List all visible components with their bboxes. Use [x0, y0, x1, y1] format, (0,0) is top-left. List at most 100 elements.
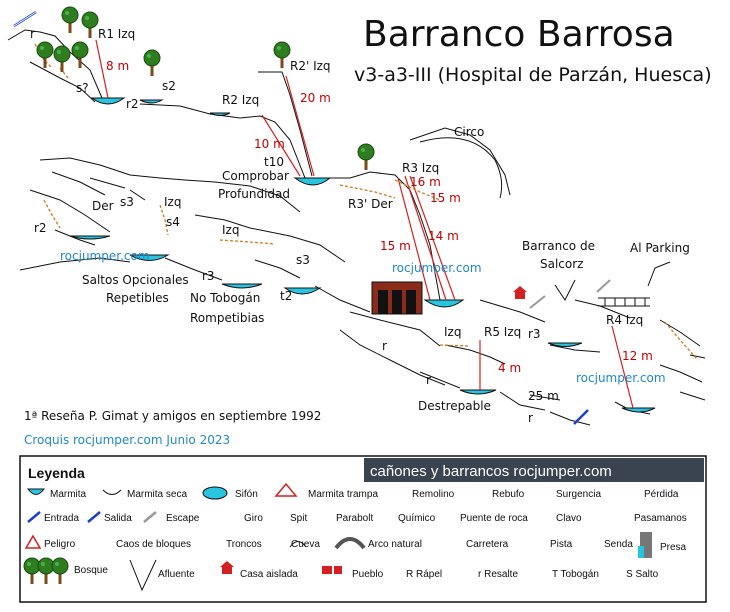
label-salcorz: Salcorz: [540, 257, 583, 271]
watermark-1: rocjumper.com: [60, 249, 150, 263]
legend-item: Marmita seca: [127, 489, 187, 500]
label-izq-b: Izq: [222, 223, 239, 237]
label-r-bot: r: [528, 411, 533, 425]
terrain-lines: [7, 29, 706, 426]
watermark-2: rocjumper.com: [392, 261, 482, 275]
legend-banner-bg: [364, 458, 704, 482]
legend-banner: cañones y barrancos rocjumper.com: [370, 463, 612, 480]
house-icon: [513, 286, 527, 299]
label-barranco-de: Barranco de: [522, 239, 595, 253]
label-r2-a: r2: [126, 97, 139, 111]
label-r2prime: R2' Izq: [290, 59, 331, 73]
escape-arrow-icon: [529, 279, 611, 309]
label-t2: t2: [280, 289, 292, 303]
legend-item: Cueva: [291, 539, 320, 550]
legend-item: Casa aislada: [240, 569, 298, 580]
legend-item: Pasamanos: [634, 513, 687, 524]
label-r2-b: r2: [34, 221, 47, 235]
legend-item: Afluente: [158, 569, 195, 580]
credit-line: 1ª Reseña P. Gimat y amigos en septiembr…: [24, 409, 321, 423]
label-rompetibias: Rompetibias: [190, 311, 264, 325]
legend-item: Entrada: [44, 513, 79, 524]
label-s-q: s?: [76, 81, 89, 95]
legend: Leyenda cañones y barrancos rocjumper.co…: [19, 455, 707, 603]
legend-item: Remolino: [412, 489, 455, 500]
label-4m: 4 m: [498, 361, 521, 375]
circo-arc: [419, 137, 503, 199]
label-der: Der: [92, 199, 114, 213]
label-r3prime: R3' Der: [348, 197, 393, 211]
label-s3-a: s3: [120, 195, 134, 209]
rappel-lines: [95, 39, 634, 409]
legend-item: Spit: [290, 513, 307, 524]
legend-item: Caos de bloques: [116, 539, 191, 550]
legend-item: Puente de roca: [460, 513, 528, 524]
natural-arch: [371, 281, 423, 315]
label-12m: 12 m: [622, 349, 653, 363]
legend-item: r Resalte: [478, 569, 518, 580]
label-al-parking: Al Parking: [630, 241, 690, 255]
label-r-low: r: [426, 373, 431, 387]
label-10m: 10 m: [254, 137, 285, 151]
legend-item: T Tobogán: [552, 569, 599, 580]
label-saltos2: Repetibles: [106, 291, 169, 305]
legend-item: Parabolt: [336, 513, 373, 524]
legend-item: Sifón: [235, 489, 258, 500]
legend-item: Surgencia: [556, 489, 601, 500]
label-25m: 25 m: [528, 389, 559, 403]
label-t10: t10: [264, 155, 284, 169]
legend-item: Clavo: [556, 513, 582, 524]
legend-item: Senda: [604, 539, 633, 550]
label-r-top: r: [30, 27, 35, 41]
label-izq-a: Izq: [164, 195, 181, 209]
label-r2-izq: R2 Izq: [222, 93, 259, 107]
legend-item: Marmita trampa: [308, 489, 378, 500]
label-r5: R5 Izq: [484, 325, 521, 339]
label-r3-c: r3: [528, 327, 541, 341]
watermark-3: rocjumper.com: [576, 371, 666, 385]
subtitle: v3-a3-III (Hospital de Parzán, Huesca): [354, 64, 712, 86]
label-izq-c: Izq: [444, 325, 461, 339]
legend-title: Leyenda: [28, 465, 85, 481]
label-15m-a: 15 m: [430, 191, 461, 205]
label-8m: 8 m: [106, 59, 129, 73]
legend-item: Peligro: [44, 539, 76, 550]
label-r3-small: r3: [202, 269, 215, 283]
label-20m: 20 m: [300, 91, 331, 105]
legend-item: Químico: [398, 513, 436, 524]
label-14m: 14 m: [428, 229, 459, 243]
title: Barranco Barrosa: [363, 14, 675, 55]
dam: [598, 297, 650, 307]
label-s4: s4: [166, 215, 180, 229]
legend-item: Marmita: [50, 489, 87, 500]
label-comprobar: Comprobar: [222, 169, 289, 183]
label-profundidad: Profundidad: [218, 187, 290, 201]
exit-arrow-icon: [573, 409, 589, 425]
label-r1: R1 Izq: [98, 27, 135, 41]
label-r4: R4 Izq: [606, 313, 643, 327]
legend-item: S Salto: [626, 569, 659, 580]
label-r-mid: r: [382, 339, 387, 353]
label-s2: s2: [162, 79, 176, 93]
label-15m-b: 15 m: [380, 239, 411, 253]
label-r3: R3 Izq: [402, 161, 439, 175]
label-saltos1: Saltos Opcionales: [82, 273, 189, 287]
label-16m: 16 m: [410, 175, 441, 189]
legend-item: Pueblo: [352, 569, 384, 580]
legend-item: Carretera: [466, 539, 509, 550]
legend-item: Troncos: [226, 539, 262, 550]
entry-arrow-icon: [13, 10, 37, 28]
legend-item: Escape: [166, 513, 200, 524]
legend-item: Pista: [550, 539, 573, 550]
legend-item: Bosque: [74, 565, 108, 576]
sketch-labels: r R1 Izq 8 m s? s2 r2 R2' Izq 20 m R2 Iz…: [24, 27, 690, 447]
legend-item: Presa: [660, 542, 687, 553]
label-circo: Circo: [454, 125, 484, 139]
legend-item: Arco natural: [368, 539, 422, 550]
legend-item: Rebufo: [492, 489, 525, 500]
legend-item: Salida: [104, 513, 132, 524]
croquis-line: Croquis rocjumper.com Junio 2023: [24, 433, 230, 447]
legend-item: Giro: [244, 513, 263, 524]
label-no-tobogan: No Tobogán: [190, 291, 260, 305]
